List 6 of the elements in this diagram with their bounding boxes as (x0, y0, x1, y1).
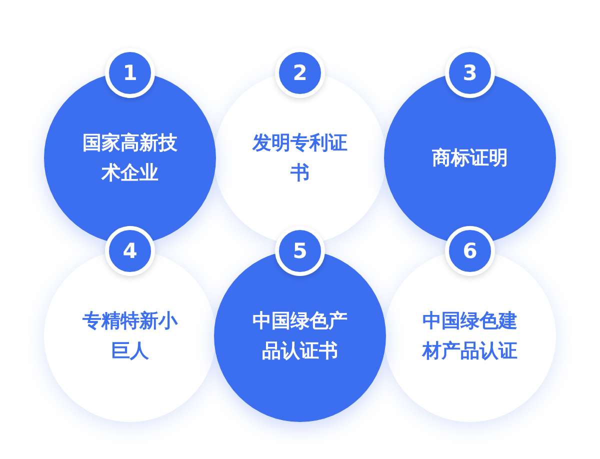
certificate-label: 发明专利证书 (251, 131, 348, 186)
certificate-label: 商标证明 (431, 146, 509, 171)
certificate-label: 专精特新小巨人 (82, 309, 179, 364)
certificate-label: 中国绿色产品认证书 (252, 309, 348, 364)
certificate-label: 国家高新技术企业 (82, 131, 178, 186)
certificate-label: 中国绿色建材产品认证 (420, 309, 518, 364)
